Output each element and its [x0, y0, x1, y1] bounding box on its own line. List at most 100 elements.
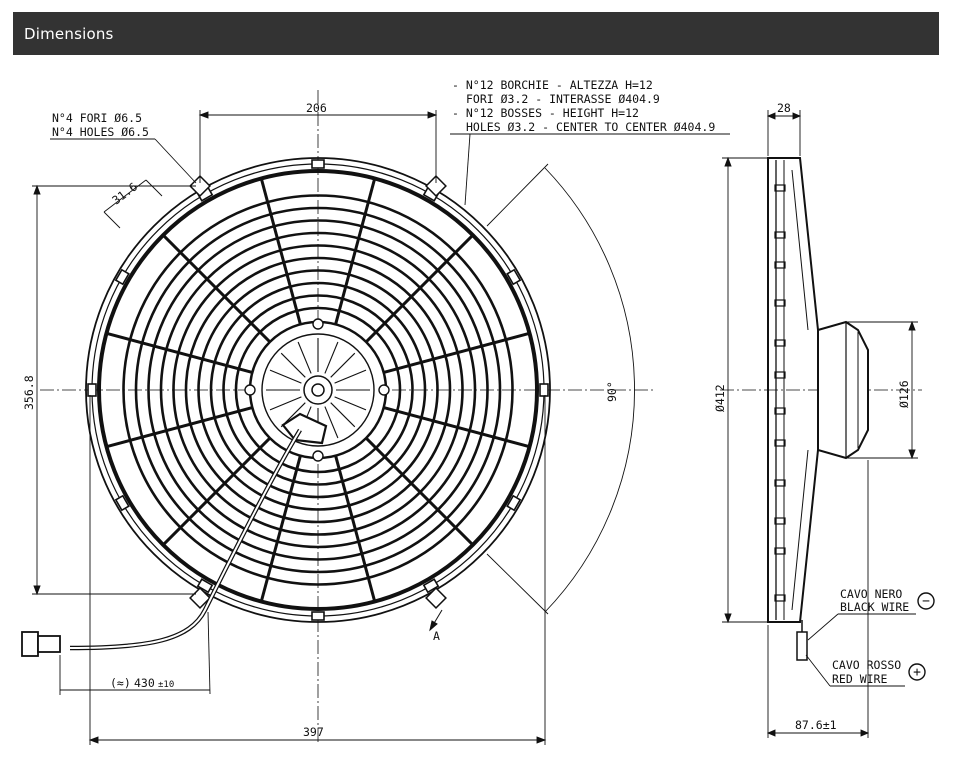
dim-depth-top	[766, 110, 802, 156]
mounting-bosses	[87, 159, 549, 621]
side-wires	[796, 620, 808, 661]
guard-spoke	[365, 437, 474, 546]
guard-spoke	[106, 331, 253, 374]
motor-shaft	[311, 383, 325, 397]
side-rib	[774, 339, 786, 347]
hub-fin	[330, 352, 356, 378]
side-view	[720, 110, 935, 738]
mounting-boss	[539, 383, 549, 397]
dim-motor-diam-label: Ø126	[897, 380, 911, 408]
dim-total-depth	[766, 460, 870, 738]
side-view-text: 28 Ø412 Ø126 87.6±1 CAVO NERO BLACK WIRE…	[713, 101, 930, 732]
note-holes-it: N°4 FORI Ø6.5	[52, 111, 142, 125]
side-rib	[774, 184, 786, 192]
shroud-outer	[85, 157, 551, 623]
guard-ring	[197, 269, 439, 511]
connector	[21, 631, 61, 657]
side-ribs	[774, 184, 786, 602]
guard-ring	[222, 294, 414, 486]
dim-cable-tol: ±10	[158, 680, 174, 690]
guard-spoke	[259, 178, 302, 325]
side-rib	[774, 439, 786, 447]
minus-symbol: −	[922, 594, 930, 609]
guard-rings	[122, 194, 514, 586]
mounting-boss	[114, 268, 130, 286]
side-rib	[774, 407, 786, 415]
guard-ring-outer	[97, 169, 539, 611]
minus-symbol-ring	[917, 592, 935, 610]
note-bosses-it-1: - N°12 BORCHIE - ALTEZZA H=12	[452, 78, 653, 92]
guard-spoke	[259, 455, 302, 602]
guard-spoke	[334, 455, 377, 602]
mounting-boss	[422, 578, 440, 594]
dim-ear-offset	[103, 179, 163, 229]
hub-fin	[334, 369, 367, 384]
guard-spoke	[334, 178, 377, 325]
side-rib	[774, 517, 786, 525]
guard-spoke	[365, 234, 474, 343]
dim-cable-label: 430	[134, 676, 155, 690]
hub-fin	[280, 352, 306, 378]
hub-fin	[334, 396, 367, 411]
wire-black-it: CAVO NERO	[840, 587, 902, 601]
hub-fin	[297, 341, 312, 374]
motor-hub-center	[303, 375, 333, 405]
mounting-boss	[311, 159, 325, 169]
dim-angle	[486, 163, 635, 615]
guard-ring	[147, 219, 489, 561]
wire-black-en: BLACK WIRE	[840, 600, 909, 614]
front-view-text: N°4 FORI Ø6.5 N°4 HOLES Ø6.5 - N°12 BORC…	[22, 78, 715, 739]
guard-spoke	[162, 437, 271, 546]
guard-ring	[184, 256, 452, 524]
guard-ring	[172, 244, 464, 536]
note-bosses-en-2: HOLES Ø3.2 - CENTER TO CENTER Ø404.9	[466, 120, 715, 134]
guard-ring	[234, 306, 402, 474]
side-rib	[774, 371, 786, 379]
dim-bottom-width	[88, 395, 547, 745]
wire-red-it: CAVO ROSSO	[832, 658, 901, 672]
hub-fin	[269, 369, 302, 384]
mounting-boss	[196, 578, 214, 594]
plus-symbol-ring	[908, 663, 926, 681]
dim-outer-diam	[722, 156, 770, 624]
note-bosses-it-2: FORI Ø3.2 - INTERASSE Ø404.9	[466, 92, 660, 106]
wire-leaders	[805, 613, 916, 687]
hub-mount-points	[244, 318, 390, 462]
mounting-boss	[506, 494, 522, 512]
wire-red-en: RED WIRE	[832, 672, 887, 686]
guard-spoke	[162, 234, 271, 343]
plus-symbol: +	[913, 665, 921, 680]
side-rib	[774, 479, 786, 487]
guard-ring	[134, 206, 502, 574]
section-title: Dimensions	[24, 24, 114, 43]
guard-spoke	[106, 406, 253, 449]
dim-angle-label: 90°	[605, 381, 619, 402]
dim-motor-diam	[846, 320, 918, 460]
guard-ring	[122, 194, 514, 586]
mounting-boss	[114, 494, 130, 512]
center-lines	[40, 90, 655, 745]
side-motor	[817, 320, 869, 460]
dim-bottom-width-label: 397	[303, 725, 324, 739]
mounting-boss	[311, 611, 325, 621]
front-view	[21, 90, 730, 745]
dim-height	[32, 184, 196, 596]
hub-fin	[330, 402, 356, 428]
dim-cable	[59, 611, 211, 695]
note-holes-en: N°4 HOLES Ø6.5	[52, 125, 149, 139]
mounting-boss	[87, 383, 97, 397]
mounting-boss	[506, 268, 522, 286]
side-rib	[774, 231, 786, 239]
guard-spoke	[383, 331, 530, 374]
dim-depth-top-label: 28	[777, 101, 791, 115]
side-rib	[774, 547, 786, 555]
hub-fin	[269, 396, 302, 411]
section-label: A	[433, 629, 440, 643]
guard-ring	[159, 231, 477, 549]
dim-cable-prefix: (≈)	[110, 676, 131, 690]
section-arrow	[429, 609, 443, 632]
dim-outer-diam-label: Ø412	[713, 384, 727, 412]
dim-ear-offset-label: 31.6	[109, 180, 140, 208]
dim-top-width	[198, 110, 438, 183]
